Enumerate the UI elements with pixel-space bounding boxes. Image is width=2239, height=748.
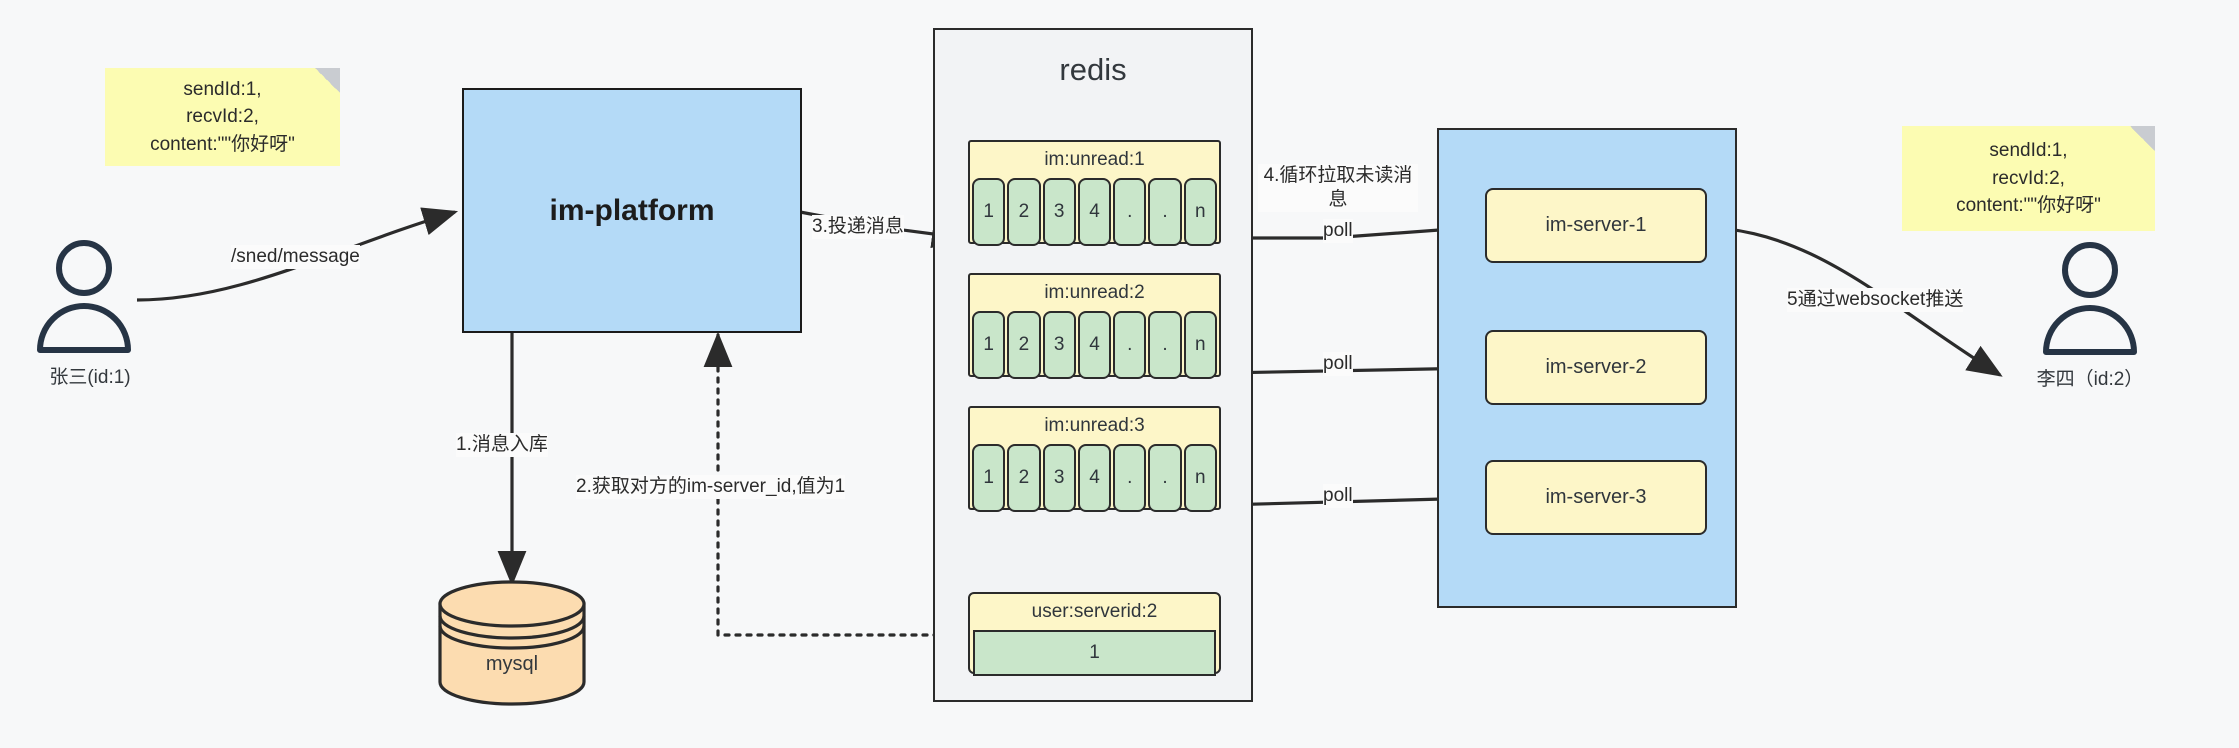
redis-cell: 4: [1077, 178, 1112, 246]
redis-cell: 4: [1077, 444, 1112, 512]
edge-label-step4: 4.循环拉取未读消 息: [1258, 164, 1418, 212]
actor-sender: 张三(id:1): [20, 238, 160, 398]
redis-cell: 3: [1042, 311, 1076, 379]
redis-cell: .: [1148, 444, 1182, 512]
redis-cell: 1: [972, 178, 1006, 246]
mysql-label: mysql: [485, 653, 539, 676]
edge-label-poll-3: poll: [1323, 484, 1353, 508]
redis-key-label: user:serverid:2: [1031, 601, 1158, 622]
edge-label-step5: 5通过websocket推送: [1787, 288, 1964, 312]
im-platform-label: im-platform: [549, 193, 715, 227]
redis-entry-user-serverid-2[interactable]: user:serverid:2 1: [968, 592, 1221, 676]
edge-label-poll-1: poll: [1323, 219, 1353, 243]
edge-label-step2: 2.获取对方的im-server_id,值为1: [576, 475, 846, 499]
redis-cell-row: 1 2 3 4 . . n: [972, 311, 1217, 379]
mysql-database[interactable]: mysql: [432, 578, 592, 708]
redis-cell: 1: [972, 311, 1006, 379]
note-left-text: sendId:1, recvId:2, content:""你好呀": [150, 78, 295, 155]
redis-cell: n: [1183, 311, 1217, 379]
redis-title: redis: [1059, 52, 1127, 87]
user-icon: [2043, 242, 2137, 355]
redis-cell: .: [1113, 311, 1147, 379]
note-fold-icon: [315, 68, 340, 93]
note-right-message-payload: sendId:1, recvId:2, content:""你好呀": [1902, 126, 2155, 231]
edge-label-step1: 1.消息入库: [456, 433, 548, 457]
im-platform-box[interactable]: im-platform: [462, 88, 802, 333]
redis-cell: 4: [1077, 311, 1112, 379]
redis-cell-row: 1 2 3 4 . . n: [972, 178, 1217, 246]
redis-entry-im-unread-1[interactable]: im:unread:1 1 2 3 4 . . n: [968, 140, 1221, 246]
im-server-3-box[interactable]: im-server-3: [1485, 460, 1707, 535]
note-left-message-payload: sendId:1, recvId:2, content:""你好呀": [105, 68, 340, 166]
im-server-1-box[interactable]: im-server-1: [1485, 188, 1707, 263]
im-server-3-label: im-server-3: [1545, 486, 1647, 508]
actor-sender-label: 张三(id:1): [49, 367, 131, 388]
redis-cell: 3: [1042, 444, 1076, 512]
redis-key-label: im:unread:3: [1044, 415, 1145, 436]
redis-cell: 2: [1007, 311, 1041, 379]
im-server-2-label: im-server-2: [1545, 356, 1647, 378]
redis-cell: .: [1148, 311, 1182, 379]
redis-key-label: im:unread:1: [1044, 149, 1145, 170]
actor-receiver-label: 李四（id:2）: [2036, 369, 2144, 390]
im-server-1-label: im-server-1: [1545, 214, 1647, 236]
edge-label-step3: 3.投递消息: [812, 215, 904, 239]
edge-label-poll-2: poll: [1323, 352, 1353, 376]
redis-key-label: im:unread:2: [1044, 282, 1145, 303]
redis-cell: .: [1113, 178, 1147, 246]
redis-cell: 3: [1042, 178, 1076, 246]
note-fold-icon: [2130, 126, 2155, 151]
redis-cell: n: [1183, 178, 1217, 246]
redis-cell-row: 1 2 3 4 . . n: [972, 444, 1217, 512]
actor-receiver: 李四（id:2）: [2010, 240, 2170, 410]
database-cylinder-icon: [438, 580, 586, 706]
redis-cell: n: [1183, 444, 1217, 512]
redis-cell: 2: [1007, 444, 1041, 512]
edge-label-send-message: /sned/message: [231, 245, 360, 269]
redis-cell: 2: [1007, 178, 1041, 246]
redis-cell: .: [1148, 178, 1182, 246]
redis-value-cell: 1: [973, 630, 1216, 676]
user-icon: [37, 240, 131, 353]
redis-cell: 1: [972, 444, 1006, 512]
im-server-2-box[interactable]: im-server-2: [1485, 330, 1707, 405]
redis-entry-im-unread-2[interactable]: im:unread:2 1 2 3 4 . . n: [968, 273, 1221, 379]
note-right-text: sendId:1, recvId:2, content:""你好呀": [1956, 140, 2101, 217]
redis-entry-im-unread-3[interactable]: im:unread:3 1 2 3 4 . . n: [968, 406, 1221, 512]
redis-cell: .: [1113, 444, 1147, 512]
